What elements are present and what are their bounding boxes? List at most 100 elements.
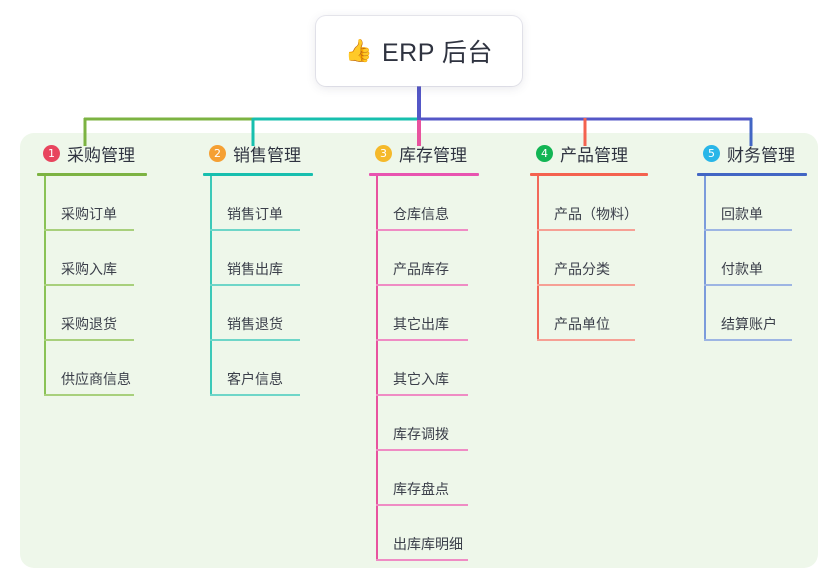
leaf-node[interactable]: 回款单 — [704, 176, 807, 231]
column-items-3: 仓库信息产品库存其它出库其它入库库存调拨库存盘点出库库明细 — [369, 176, 479, 561]
root-title: 👍 ERP 后台 — [345, 33, 493, 69]
leaf-label: 采购入库 — [61, 261, 117, 277]
leaf-node[interactable]: 产品库存 — [376, 231, 479, 286]
root-title-text: ERP 后台 — [382, 39, 493, 67]
leaf-rule — [44, 394, 134, 396]
column-badge-3: 3 — [375, 144, 392, 162]
column-items-2: 销售订单销售出库销售退货客户信息 — [203, 176, 313, 396]
leaf-node[interactable]: 销售出库 — [210, 231, 313, 286]
leaf-label: 采购退货 — [61, 316, 117, 332]
leaf-rule — [210, 229, 300, 231]
leaf-label: 产品分类 — [554, 261, 610, 277]
leaf-rule — [210, 339, 300, 341]
leaf-rule — [704, 339, 792, 341]
leaf-rule — [376, 229, 468, 231]
column-title-4: 产品管理 — [560, 145, 628, 165]
leaf-node[interactable]: 出库库明细 — [376, 506, 479, 561]
root-node[interactable]: 👍 ERP 后台 — [316, 16, 522, 86]
column-rule-2 — [203, 173, 313, 176]
column-rule-5 — [697, 173, 807, 176]
leaf-node[interactable]: 库存调拨 — [376, 396, 479, 451]
leaf-node[interactable]: 销售订单 — [210, 176, 313, 231]
leaf-rule — [376, 339, 468, 341]
leaf-rule — [376, 449, 468, 451]
leaf-label: 供应商信息 — [61, 371, 131, 387]
leaf-rule — [44, 284, 134, 286]
leaf-node[interactable]: 客户信息 — [210, 341, 313, 396]
leaf-node[interactable]: 采购退货 — [44, 286, 147, 341]
leaf-node[interactable]: 产品分类 — [537, 231, 648, 286]
leaf-label: 其它出库 — [393, 316, 449, 332]
column-rule-1 — [37, 173, 147, 176]
column-title-3: 库存管理 — [399, 145, 467, 165]
leaf-label: 客户信息 — [227, 371, 283, 387]
column-items-4: 产品（物料） 产品分类产品单位 — [530, 176, 648, 341]
leaf-node[interactable]: 销售退货 — [210, 286, 313, 341]
column-header-4[interactable]: 4 产品管理 — [530, 140, 648, 166]
thumbs-up-icon: 👍 — [345, 38, 373, 63]
leaf-rule — [210, 394, 300, 396]
leaf-rule — [704, 229, 792, 231]
leaf-label: 采购订单 — [61, 206, 117, 222]
column-header-2[interactable]: 2 销售管理 — [203, 140, 313, 166]
leaf-rule — [44, 339, 134, 341]
leaf-rule — [537, 284, 635, 286]
column-items-5: 回款单付款单结算账户 — [697, 176, 807, 341]
column-badge-1: 1 — [43, 144, 60, 162]
leaf-rule — [210, 284, 300, 286]
leaf-label: 付款单 — [721, 261, 763, 277]
leaf-label: 销售订单 — [227, 206, 283, 222]
leaf-node[interactable]: 其它出库 — [376, 286, 479, 341]
column-badge-5: 5 — [703, 144, 720, 162]
column-spine-2 — [210, 176, 212, 396]
column-2: 2 销售管理销售订单销售出库销售退货客户信息 — [203, 140, 313, 396]
content-panel — [20, 133, 818, 568]
leaf-node[interactable]: 库存盘点 — [376, 451, 479, 506]
leaf-node[interactable]: 采购订单 — [44, 176, 147, 231]
column-title-2: 销售管理 — [233, 145, 301, 165]
leaf-node[interactable]: 产品单位 — [537, 286, 648, 341]
leaf-label: 仓库信息 — [393, 206, 449, 222]
leaf-label: 销售退货 — [227, 316, 283, 332]
leaf-label: 其它入库 — [393, 371, 449, 387]
leaf-label: 出库库明细 — [393, 536, 463, 552]
column-spine-3 — [376, 176, 378, 561]
column-rule-3 — [369, 173, 479, 176]
leaf-node[interactable]: 采购入库 — [44, 231, 147, 286]
column-title-1: 采购管理 — [67, 145, 135, 165]
leaf-label: 产品（物料） — [554, 206, 638, 222]
column-3: 3 库存管理仓库信息产品库存其它出库其它入库库存调拨库存盘点出库库明细 — [369, 140, 479, 561]
leaf-label: 产品库存 — [393, 261, 449, 277]
column-spine-5 — [704, 176, 706, 341]
column-items-1: 采购订单采购入库采购退货供应商信息 — [37, 176, 147, 396]
leaf-label: 回款单 — [721, 206, 763, 222]
column-rule-4 — [530, 173, 648, 176]
leaf-label: 库存调拨 — [393, 426, 449, 442]
column-header-1[interactable]: 1 采购管理 — [37, 140, 147, 166]
column-header-3[interactable]: 3 库存管理 — [369, 140, 479, 166]
leaf-node[interactable]: 其它入库 — [376, 341, 479, 396]
leaf-rule — [537, 229, 635, 231]
leaf-rule — [376, 504, 468, 506]
leaf-node[interactable]: 供应商信息 — [44, 341, 147, 396]
leaf-rule — [376, 559, 468, 561]
column-badge-4: 4 — [536, 144, 553, 162]
column-1: 1 采购管理采购订单采购入库采购退货供应商信息 — [37, 140, 147, 396]
leaf-rule — [704, 284, 792, 286]
leaf-node[interactable]: 仓库信息 — [376, 176, 479, 231]
leaf-label: 产品单位 — [554, 316, 610, 332]
leaf-node[interactable]: 结算账户 — [704, 286, 807, 341]
leaf-node[interactable]: 付款单 — [704, 231, 807, 286]
column-spine-1 — [44, 176, 46, 396]
column-badge-2: 2 — [209, 144, 226, 162]
leaf-rule — [537, 339, 635, 341]
leaf-label: 销售出库 — [227, 261, 283, 277]
column-4: 4 产品管理产品（物料） 产品分类产品单位 — [530, 140, 648, 341]
leaf-rule — [376, 394, 468, 396]
leaf-rule — [44, 229, 134, 231]
leaf-node[interactable]: 产品（物料） — [537, 176, 648, 231]
leaf-label: 库存盘点 — [393, 481, 449, 497]
